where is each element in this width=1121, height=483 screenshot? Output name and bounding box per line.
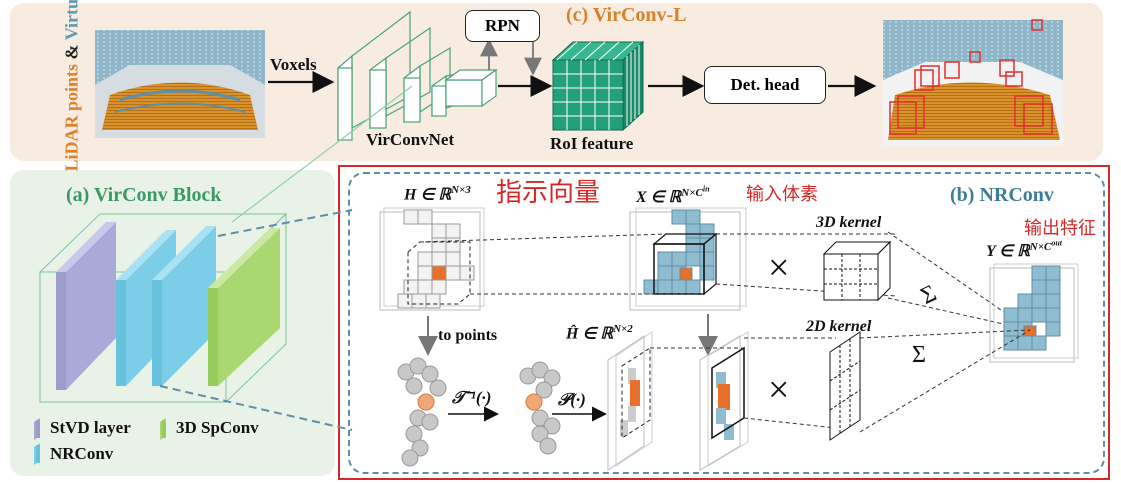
nrconv-panel (348, 172, 1105, 474)
indicator-vector-cn-label: 指示向量 (496, 178, 601, 208)
hhat-dims: N×2 (613, 323, 633, 335)
legend-nrconv-label: NRConv (50, 444, 114, 463)
virconv-block-title: (a) VirConv Block (66, 184, 222, 206)
kernel-3d-label: 3D kernel (816, 214, 882, 231)
y-label: Y ∈ ℝN×Cout (986, 238, 1062, 261)
kernel-2d-plane (829, 331, 861, 441)
nrconv-highlight-frame (338, 165, 1110, 480)
sum-2d-symbol: Σ (912, 342, 926, 368)
virconv-block-diagram (38, 212, 288, 404)
indicator-grid (379, 207, 485, 311)
output-detection-image (883, 19, 1063, 146)
lidar-points-label: LiDAR points (61, 63, 82, 172)
x-dims-sub: in (702, 184, 710, 193)
multiply-3d-symbol: × (768, 247, 790, 289)
virtual-points-label: Virtual points (62, 0, 82, 40)
inverse-transform-label: 𝒯⁻¹(·) (452, 388, 492, 407)
output-feature-grid (989, 263, 1079, 363)
h-label: H ∈ ℝN×3 (404, 184, 471, 204)
rpn-box: RPN (465, 10, 540, 42)
det-head-label: Det. head (730, 75, 800, 94)
ampersand: & (61, 40, 82, 64)
points-cluster-1 (397, 357, 447, 467)
voxels-label: Voxels (270, 55, 317, 74)
multiply-2d-symbol: × (768, 369, 790, 411)
kernel-3d-cube (822, 240, 892, 302)
det-head-box: Det. head (704, 66, 826, 104)
y-dims-sub: out (1051, 238, 1063, 247)
points-cluster-2 (519, 361, 561, 455)
x-symbol: X ∈ ℝ (636, 188, 682, 206)
input-side-title: LiDAR points & Virtual points (61, 0, 83, 172)
indicator-2d-planes (607, 331, 653, 471)
virconv-l-title: (c) VirConv-L (566, 4, 687, 26)
kernel-2d-label: 2D kernel (806, 318, 872, 335)
hhat-label: Ĥ ∈ ℝN×2 (566, 323, 633, 343)
virconvnet-layers (337, 10, 498, 142)
y-symbol: Y ∈ ℝ (986, 242, 1030, 260)
rpn-label: RPN (485, 16, 520, 35)
x-dims: N×C (681, 186, 703, 199)
x-label: X ∈ ℝN×Cin (636, 184, 710, 207)
roi-feature-label: RoI feature (550, 134, 634, 153)
legend-icons (34, 418, 166, 465)
legend-stvd-label: StVD layer (50, 418, 131, 437)
roi-feature-cube (551, 40, 645, 132)
hhat-symbol: Ĥ ∈ ℝ (566, 325, 614, 343)
virconvnet-label: VirConvNet (366, 130, 455, 149)
input-voxel-grid (629, 207, 747, 311)
input-voxel-cn-label: 输入体素 (746, 184, 818, 205)
y-dims: N×C (1029, 240, 1052, 253)
input-point-cloud-image (95, 30, 265, 138)
to-points-label: to points (438, 327, 498, 344)
nrconv-title: (b) NRConv (950, 184, 1054, 206)
projection-label: 𝒫(·) (558, 390, 586, 409)
h-dims: N×3 (451, 184, 471, 196)
legend-spconv-label: 3D SpConv (176, 418, 259, 437)
h-symbol: H ∈ ℝ (404, 186, 452, 204)
input-voxel-2d-planes (699, 331, 749, 471)
output-feature-cn-label: 输出特征 (1024, 218, 1096, 239)
